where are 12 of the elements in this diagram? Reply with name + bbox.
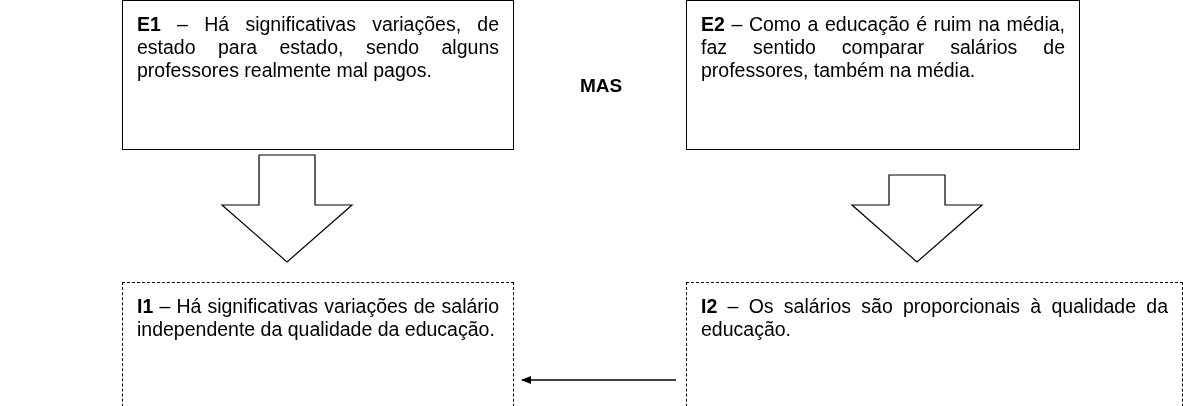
text-box <box>122 0 514 150</box>
box-text: I2 – Os salários são proporcionais à qualidade da educação. <box>701 295 1168 341</box>
arrow <box>521 376 677 384</box>
text-box <box>686 0 1080 150</box>
box-text: I1 – Há significativas variações de salário independente da qualidade da educação. <box>137 295 499 341</box>
text-box <box>686 282 1183 406</box>
block-arrow <box>220 154 354 263</box>
text-box <box>122 282 514 406</box>
block-arrow <box>850 174 984 263</box>
box-text: E1 – Há significativas variações, de estado para estado, sendo alguns professores realmente mal pagos. <box>137 13 499 82</box>
connector-word: MAS <box>580 74 623 98</box>
box-text: E2 – Como a educação é ruim na média, faz sentido comparar salários de professores, também na média. <box>701 13 1065 82</box>
